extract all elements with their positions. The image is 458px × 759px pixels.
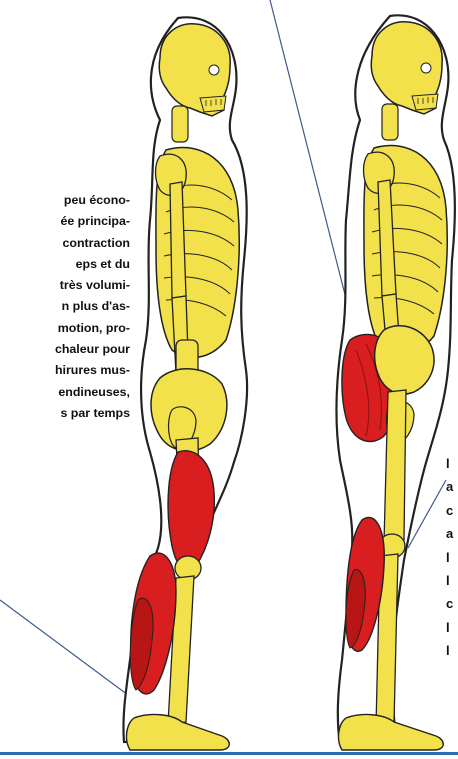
- foot: [339, 715, 444, 750]
- jaw: [412, 94, 438, 110]
- pelvis: [375, 326, 434, 394]
- foot: [127, 715, 230, 750]
- jaw: [200, 96, 226, 112]
- eye-socket: [421, 63, 431, 73]
- quadriceps-muscle: [168, 451, 214, 570]
- femur: [384, 390, 406, 542]
- eye-socket: [209, 65, 219, 75]
- cervical-spine: [172, 106, 188, 142]
- leader-line: [270, 0, 354, 330]
- cervical-spine: [382, 104, 398, 140]
- bottom-rule: [0, 752, 458, 755]
- skeleton-figure-right: [336, 15, 455, 750]
- skeleton-figure-left: [123, 17, 247, 750]
- leader-line: [0, 600, 128, 695]
